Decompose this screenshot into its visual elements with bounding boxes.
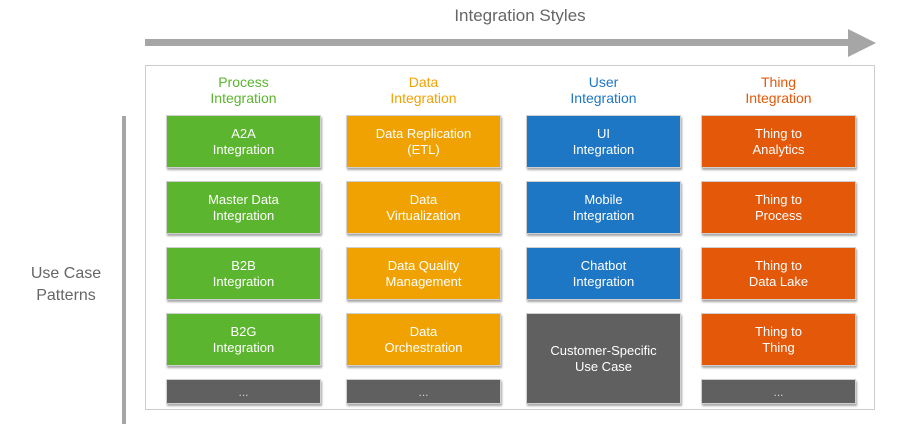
column-header-process-integration: Process Integration xyxy=(210,74,277,106)
tile-more-thing: ... xyxy=(701,379,856,404)
tile-more-data: ... xyxy=(346,379,501,404)
tile-more-process: ... xyxy=(166,379,321,404)
diagram-frame xyxy=(145,65,875,410)
arrow-head-icon xyxy=(848,29,876,57)
column-header-data-integration: Data Integration xyxy=(390,74,457,106)
column-header-thing-integration: Thing Integration xyxy=(745,74,812,106)
integration-styles-arrow xyxy=(145,39,855,46)
use-case-axis-bar xyxy=(122,116,126,424)
tile-data-replication: Data Replication(ETL) xyxy=(346,115,501,168)
use-case-patterns-label: Use Case Patterns xyxy=(30,265,102,304)
integration-styles-title: Integration Styles xyxy=(454,6,586,25)
column-header-user-integration: User Integration xyxy=(570,74,637,106)
